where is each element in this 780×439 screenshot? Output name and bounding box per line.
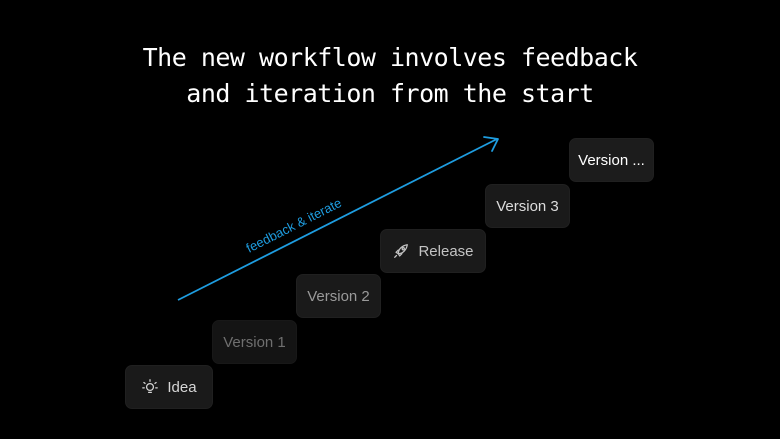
step-idea: Idea xyxy=(125,365,213,409)
lightbulb-icon xyxy=(141,378,159,396)
step-version-3: Version 3 xyxy=(485,184,570,228)
headline: The new workflow involves feedback and i… xyxy=(0,40,780,112)
headline-line-2: and iteration from the start xyxy=(186,79,594,108)
step-version-more-label: Version ... xyxy=(578,151,645,169)
step-version-2-label: Version 2 xyxy=(307,287,370,305)
step-release-label: Release xyxy=(418,242,474,260)
step-version-more: Version ... xyxy=(569,138,654,182)
step-version-1-label: Version 1 xyxy=(223,333,286,351)
step-version-2: Version 2 xyxy=(296,274,381,318)
rocket-icon xyxy=(392,242,410,260)
headline-line-1: The new workflow involves feedback xyxy=(142,43,638,72)
step-idea-label: Idea xyxy=(167,378,197,396)
feedback-arrow-label: feedback & iterate xyxy=(244,195,344,256)
step-version-1: Version 1 xyxy=(212,320,297,364)
step-version-3-label: Version 3 xyxy=(496,197,559,215)
feedback-arrow-shaft xyxy=(177,138,498,301)
feedback-arrow-head xyxy=(483,136,499,152)
step-release: Release xyxy=(380,229,486,273)
